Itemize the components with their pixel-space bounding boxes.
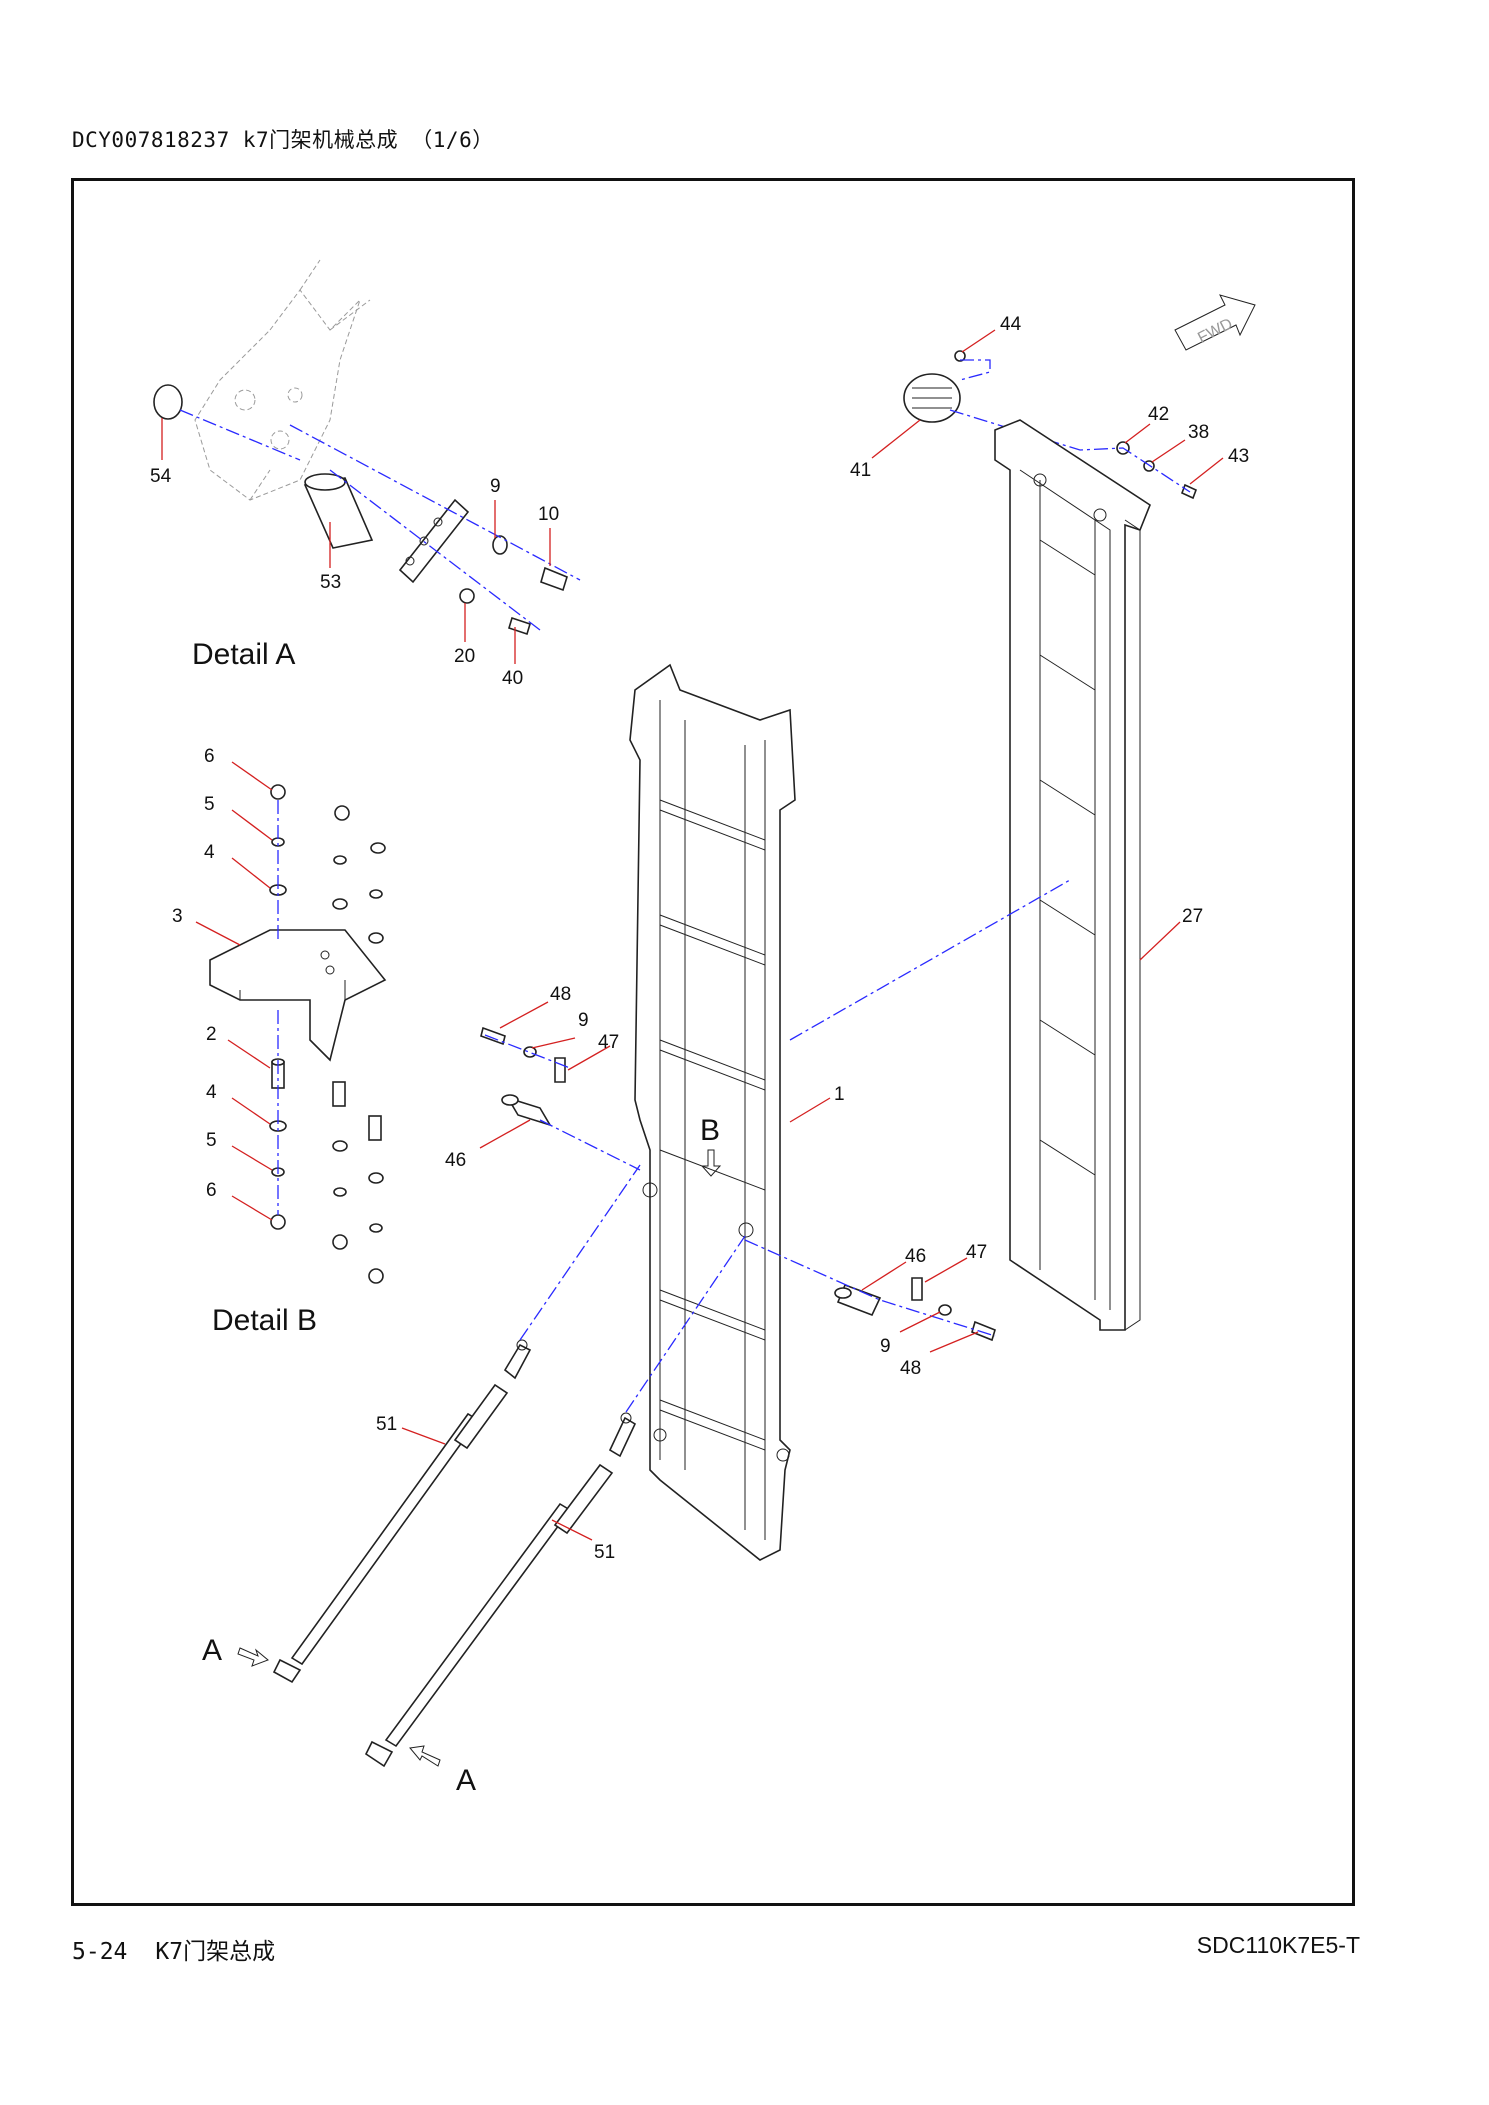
detail-b-assembly bbox=[209, 784, 387, 1284]
callout-43: 43 bbox=[1228, 446, 1249, 467]
callout-47-left: 47 bbox=[598, 1032, 619, 1053]
callout-38: 38 bbox=[1188, 422, 1209, 443]
washer-9 bbox=[492, 535, 508, 555]
callout-5-bottom: 5 bbox=[206, 1130, 217, 1151]
left-pin-assembly bbox=[480, 1026, 641, 1171]
callout-47-right: 47 bbox=[966, 1242, 987, 1263]
roller-41-assembly bbox=[903, 350, 1198, 500]
callout-labels: 54 53 9 10 20 40 44 41 42 38 43 6 5 4 3 … bbox=[150, 314, 1249, 1563]
detail-a-label: Detail A bbox=[192, 638, 295, 671]
tilt-cylinder-51-left bbox=[272, 1164, 641, 1684]
view-letter-b: B bbox=[700, 1114, 720, 1147]
outer-mast-1 bbox=[629, 663, 796, 1561]
callout-9-b: 9 bbox=[578, 1010, 589, 1031]
drawing-frame bbox=[71, 178, 1355, 1906]
bolt-48-left bbox=[480, 1026, 506, 1046]
callout-42: 42 bbox=[1148, 404, 1169, 425]
bolt-48-right bbox=[971, 1320, 996, 1342]
bracket-47-left bbox=[554, 1057, 566, 1083]
washer-9-right bbox=[938, 1304, 952, 1316]
detail-a-assembly bbox=[153, 259, 581, 636]
snap-ring-54 bbox=[153, 384, 183, 420]
view-arrow-right bbox=[409, 1745, 441, 1767]
detail-b-label: Detail B bbox=[212, 1304, 317, 1337]
page-header-title: DCY007818237 k7门架机械总成 （1/6） bbox=[72, 128, 494, 152]
callout-27: 27 bbox=[1182, 906, 1203, 927]
tilt-cylinder-51-right bbox=[364, 1235, 746, 1768]
callout-9-a: 9 bbox=[490, 476, 501, 497]
washer-20 bbox=[459, 588, 475, 604]
footer-model-code: SDC110K7E5-T bbox=[1196, 1932, 1360, 1958]
callout-6-bottom: 6 bbox=[206, 1180, 217, 1201]
footer-page-number: 5-24 bbox=[72, 1939, 128, 1965]
callout-10: 10 bbox=[538, 504, 559, 525]
callout-3: 3 bbox=[172, 906, 183, 927]
washer-9-left bbox=[523, 1046, 537, 1058]
nut-6-top bbox=[270, 784, 286, 800]
callout-53: 53 bbox=[320, 572, 341, 593]
view-arrow-left bbox=[237, 1647, 269, 1667]
footer-left: 5-24 K7门架总成 bbox=[72, 1932, 303, 1966]
isolator-2 bbox=[271, 1058, 285, 1089]
callout-4-bottom: 4 bbox=[206, 1082, 217, 1103]
callout-48-left: 48 bbox=[550, 984, 571, 1005]
callout-54: 54 bbox=[150, 466, 172, 487]
callout-51-left: 51 bbox=[376, 1414, 397, 1435]
leader-lines bbox=[161, 329, 1224, 1541]
cover-plate-3 bbox=[209, 929, 387, 1062]
callout-51-right: 51 bbox=[594, 1542, 615, 1563]
view-letter-a-left: A bbox=[202, 1634, 222, 1667]
forward-arrow-icon: FWD bbox=[1174, 294, 1256, 351]
callout-41: 41 bbox=[850, 460, 871, 481]
forward-arrow-label: FWD bbox=[1195, 315, 1235, 347]
callout-1: 1 bbox=[834, 1084, 845, 1105]
view-letter-a-right: A bbox=[456, 1764, 476, 1797]
bracket-47-right bbox=[911, 1277, 923, 1301]
callout-4-top: 4 bbox=[204, 842, 215, 863]
callout-20: 20 bbox=[454, 646, 475, 667]
callout-48-right: 48 bbox=[900, 1358, 921, 1379]
nut-6-bottom bbox=[270, 1214, 286, 1230]
callout-46-left: 46 bbox=[445, 1150, 466, 1171]
inner-mast-27 bbox=[994, 419, 1151, 1331]
footer-section-title: K7门架总成 bbox=[155, 1939, 276, 1965]
callout-46-right: 46 bbox=[905, 1246, 926, 1267]
callout-6-top: 6 bbox=[204, 746, 215, 767]
bolt-10 bbox=[540, 566, 568, 592]
view-arrow-b bbox=[700, 1149, 722, 1177]
retaining-plate bbox=[398, 498, 470, 584]
bolt-40 bbox=[508, 616, 531, 636]
callout-2: 2 bbox=[206, 1024, 217, 1045]
bolt-44 bbox=[954, 350, 966, 362]
callout-40: 40 bbox=[502, 668, 523, 689]
callout-9-c: 9 bbox=[880, 1336, 891, 1357]
right-pin-assembly bbox=[744, 1239, 996, 1342]
callout-5-top: 5 bbox=[204, 794, 215, 815]
callout-44: 44 bbox=[1000, 314, 1022, 335]
